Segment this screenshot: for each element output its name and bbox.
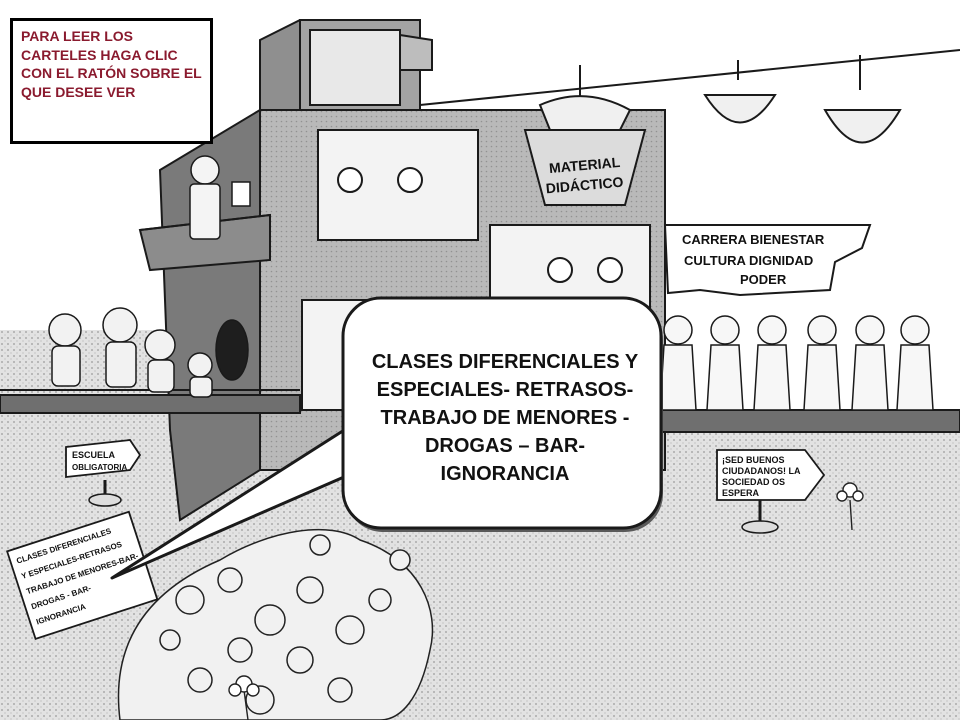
society-sign-line2: CIUDADANOS! LA: [722, 466, 801, 476]
society-sign-line4: ESPERA: [722, 488, 760, 498]
teacher-figure: [189, 155, 251, 240]
society-sign[interactable]: ¡SED BUENOS CIUDADANOS! LA SOCIEDAD OS E…: [716, 449, 826, 534]
flower-icon: [228, 675, 260, 720]
instructions-text: PARA LEER LOS CARTELES HAGA CLIC CON EL …: [21, 28, 202, 100]
career-sign-line1: CARRERA BIENESTAR: [682, 232, 825, 247]
material-sign-line2: DIDÁCTICO: [545, 174, 624, 197]
society-sign-line1: ¡SED BUENOS: [722, 455, 785, 465]
instructions-box: PARA LEER LOS CARTELES HAGA CLIC CON EL …: [10, 18, 213, 144]
school-sign[interactable]: ESCUELA OBLIGATORIA: [65, 439, 142, 507]
callout-text: CLASES DIFERENCIALES Y ESPECIALES- RETRA…: [371, 351, 639, 485]
callout-bubble[interactable]: CLASES DIFERENCIALES Y ESPECIALES- RETRA…: [352, 313, 658, 523]
career-sign[interactable]: CARRERA BIENESTAR CULTURA DIGNIDAD PODER: [663, 224, 872, 297]
flower-icon: [836, 482, 864, 531]
career-sign-line3: PODER: [740, 272, 787, 287]
career-sign-line2: CULTURA DIGNIDAD: [684, 253, 813, 268]
callout-bubble-shape: [110, 296, 663, 580]
children-queue-right: [659, 315, 934, 411]
children-pile: [117, 528, 434, 720]
material-sign-line1: MATERIAL: [548, 154, 621, 176]
school-sign-line1: ESCUELA: [72, 450, 116, 460]
overhead-cable: [419, 49, 960, 206]
children-queue-left: [48, 307, 249, 398]
material-sign[interactable]: MATERIAL DIDÁCTICO: [545, 154, 624, 196]
school-sign-line2: OBLIGATORIA: [72, 463, 127, 472]
society-sign-line3: SOCIEDAD OS: [722, 477, 785, 487]
